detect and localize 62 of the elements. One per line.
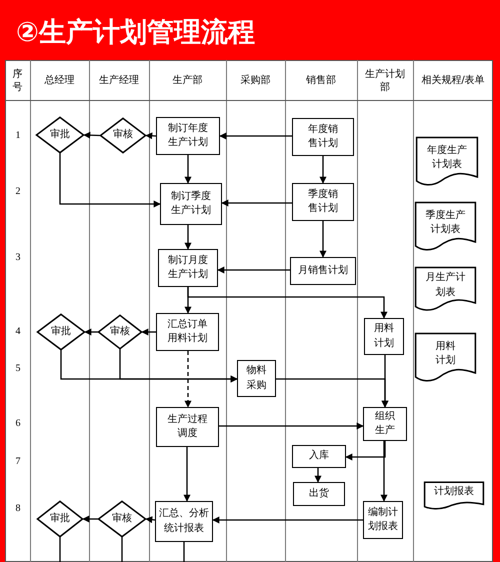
process-box: 制订季度生产计划 bbox=[160, 183, 222, 225]
row-number: 8 bbox=[14, 503, 22, 514]
arrow bbox=[314, 468, 322, 483]
column-header: 生产经理 bbox=[98, 74, 140, 88]
decision-diamond: 审核 bbox=[98, 315, 142, 349]
column-header: 生产计划部 bbox=[364, 68, 406, 94]
process-box: 编制计划报表 bbox=[363, 501, 403, 539]
process-box: 物料采购 bbox=[237, 360, 276, 397]
arrow bbox=[212, 516, 363, 524]
title: ②生产计划管理流程 bbox=[16, 16, 255, 50]
row-number: 6 bbox=[14, 418, 22, 429]
row-number: 4 bbox=[14, 326, 22, 337]
arrow bbox=[145, 132, 156, 140]
column-header: 生产部 bbox=[172, 74, 204, 88]
process-box: 生产过程调度 bbox=[156, 407, 219, 447]
arrow bbox=[184, 155, 192, 184]
arrow bbox=[217, 266, 290, 274]
arrow bbox=[59, 153, 161, 208]
column-header: 销售部 bbox=[305, 74, 337, 88]
process-box: 制订年度生产计划 bbox=[156, 117, 220, 155]
arrow bbox=[84, 328, 98, 336]
column-header: 相关规程/表单 bbox=[420, 74, 486, 88]
process-box: 季度销售计划 bbox=[292, 183, 354, 221]
process-box: 汇总、分析统计报表 bbox=[155, 501, 213, 542]
row-number: 1 bbox=[14, 130, 22, 141]
row-number: 5 bbox=[14, 363, 22, 374]
arrow bbox=[221, 200, 292, 206]
decision-diamond: 审核 bbox=[98, 501, 146, 537]
arrow bbox=[219, 422, 364, 430]
row-number: 2 bbox=[14, 186, 22, 197]
arrow bbox=[345, 441, 386, 460]
column-header: 序号 bbox=[12, 68, 24, 94]
decision-diamond: 审批 bbox=[37, 501, 83, 537]
process-box: 组织生产 bbox=[363, 407, 407, 441]
decision-diamond: 审批 bbox=[37, 314, 85, 350]
arrow bbox=[82, 516, 98, 522]
arrow bbox=[187, 287, 388, 319]
column-header: 采购部 bbox=[240, 74, 272, 88]
process-box: 月销售计划 bbox=[290, 257, 356, 285]
arrow bbox=[219, 132, 292, 140]
arrow bbox=[184, 351, 192, 408]
arrow bbox=[320, 221, 326, 258]
process-box: 用料计划 bbox=[364, 318, 404, 355]
row-number: 7 bbox=[14, 456, 22, 467]
arrow bbox=[83, 132, 100, 139]
arrow bbox=[382, 355, 388, 408]
arrow bbox=[184, 447, 190, 502]
arrow bbox=[119, 349, 238, 382]
row-number: 3 bbox=[14, 252, 22, 263]
arrow bbox=[145, 516, 156, 524]
process-box: 出货 bbox=[293, 482, 345, 506]
decision-diamond: 审批 bbox=[36, 117, 84, 153]
decision-diamond: 审核 bbox=[100, 118, 146, 153]
process-box: 制订月度生产计划 bbox=[158, 249, 218, 287]
arrow bbox=[380, 441, 388, 502]
arrow bbox=[184, 225, 192, 250]
process-box: 汇总订单用料计划 bbox=[156, 313, 219, 351]
process-box: 入库 bbox=[292, 445, 346, 468]
arrow bbox=[141, 328, 156, 336]
process-box: 年度销售计划 bbox=[292, 118, 354, 156]
column-header: 总经理 bbox=[44, 74, 76, 88]
arrow bbox=[320, 156, 326, 184]
